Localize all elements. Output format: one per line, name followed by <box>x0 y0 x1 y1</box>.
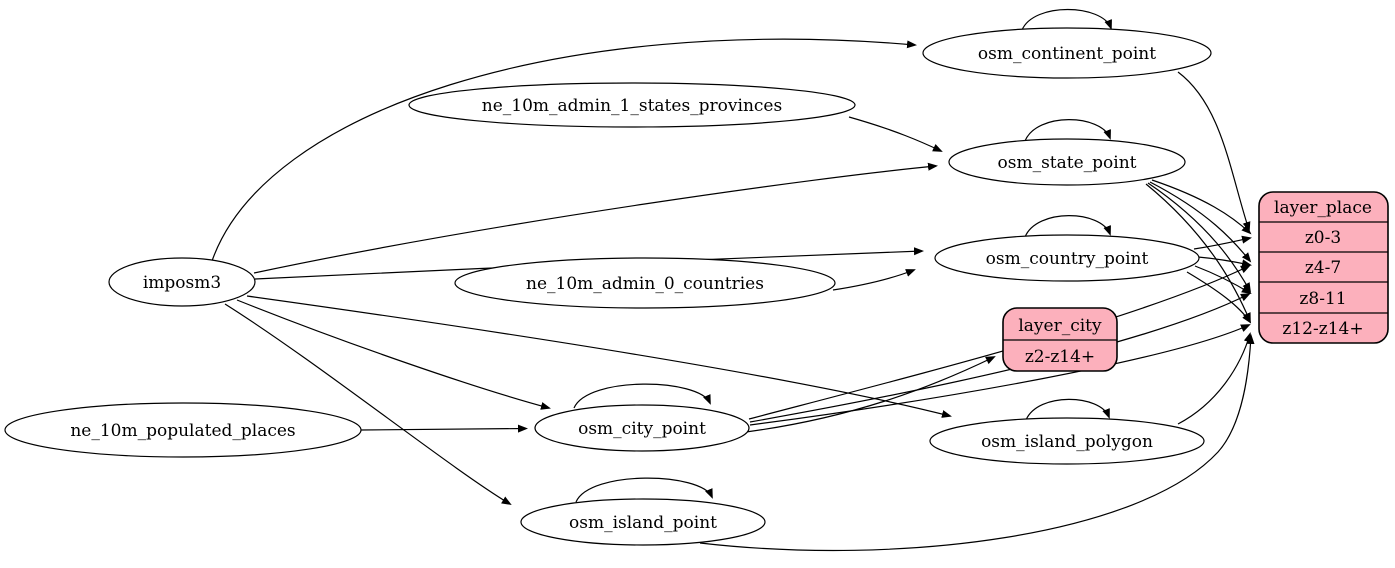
node-ne-10m-admin-1-states-provinces <box>408 82 856 128</box>
record-layer-place-row-z8-11: z8-11 <box>1299 289 1346 309</box>
node-ne-10m-populated-places-label: ne_10m_populated_places <box>70 421 295 441</box>
edge-island-point-z12 <box>699 334 1255 552</box>
edge-state-z0 <box>1151 179 1252 235</box>
edge-layer <box>211 8 1255 552</box>
edge-country-z0 <box>1193 235 1252 250</box>
node-osm-island-polygon-label: osm_island_polygon <box>981 432 1153 452</box>
node-ne-10m-populated-places <box>4 402 362 458</box>
edge-city-z12 <box>749 324 1251 426</box>
edge-imposm3-island-polygon <box>246 295 952 418</box>
edge-country-z8 <box>1194 265 1252 295</box>
selfloop-state <box>1024 119 1111 142</box>
edge-imposm3-continent <box>211 38 917 262</box>
node-osm-continent-point-label: osm_continent_point <box>978 44 1156 64</box>
record-layer-place-row-z0-3: z0-3 <box>1305 228 1341 248</box>
selfloop-continent <box>1021 8 1112 31</box>
edge-country-z4 <box>1197 256 1252 268</box>
node-osm-city-point-label: osm_city_point <box>578 419 706 439</box>
edge-imposm3-city <box>236 299 551 410</box>
selfloop-city <box>573 383 711 409</box>
node-osm-continent-point <box>922 27 1212 79</box>
selfloop-country <box>1024 215 1111 238</box>
edge-state-z4 <box>1149 181 1252 263</box>
node-osm-state-point <box>948 138 1186 186</box>
edge-state-z12 <box>1145 183 1251 323</box>
edge-ne-admin0-country <box>832 269 916 291</box>
record-layer-place: layer_place z0-3 z4-7 z8-11 z12-z14+ <box>1258 191 1389 344</box>
edge-imposm3-island-point <box>224 303 512 506</box>
edge-ne-places-city <box>360 424 528 433</box>
node-ne-10m-admin-0-label: ne_10m_admin_0_countries <box>526 274 764 294</box>
selfloop-island-point <box>575 477 713 503</box>
edge-city-layercity <box>745 356 996 433</box>
node-osm-island-polygon <box>929 417 1205 465</box>
edge-state-z8 <box>1147 182 1251 293</box>
edge-island-polygon-z12 <box>1177 332 1252 425</box>
record-layer-city: layer_city z2-z14+ <box>1002 307 1118 372</box>
record-layer-city-row-z2-z14: z2-z14+ <box>1025 347 1095 367</box>
node-osm-island-point-label: osm_island_point <box>569 513 717 533</box>
edge-continent-z0 <box>1177 71 1251 232</box>
node-imposm3 <box>108 257 256 307</box>
record-layer-place-title: layer_place <box>1274 198 1372 218</box>
node-osm-country-point <box>934 234 1200 282</box>
node-osm-island-point <box>520 498 766 546</box>
selfloop-island-polygon <box>1025 398 1110 421</box>
node-imposm3-label: imposm3 <box>143 273 221 293</box>
node-ne-10m-admin-0-countries <box>454 257 836 309</box>
node-layer: imposm3 ne_10m_admin_1_states_provinces … <box>4 27 1212 546</box>
node-osm-city-point <box>534 404 750 452</box>
record-layer-place-row-z4-7: z4-7 <box>1305 258 1341 278</box>
edge-country-z12 <box>1186 271 1252 324</box>
edge-ne-admin1-state <box>848 116 943 152</box>
edge-imposm3-state <box>253 162 938 274</box>
node-ne-10m-admin-1-label: ne_10m_admin_1_states_provinces <box>482 96 782 116</box>
node-osm-country-point-label: osm_country_point <box>986 249 1149 269</box>
node-osm-state-point-label: osm_state_point <box>998 153 1137 173</box>
record-layer-city-title: layer_city <box>1018 316 1102 336</box>
record-layer-place-box <box>1258 191 1389 344</box>
edge-city-z8 <box>749 293 1251 423</box>
record-layer-place-row-z12-z14: z12-z14+ <box>1282 319 1363 339</box>
